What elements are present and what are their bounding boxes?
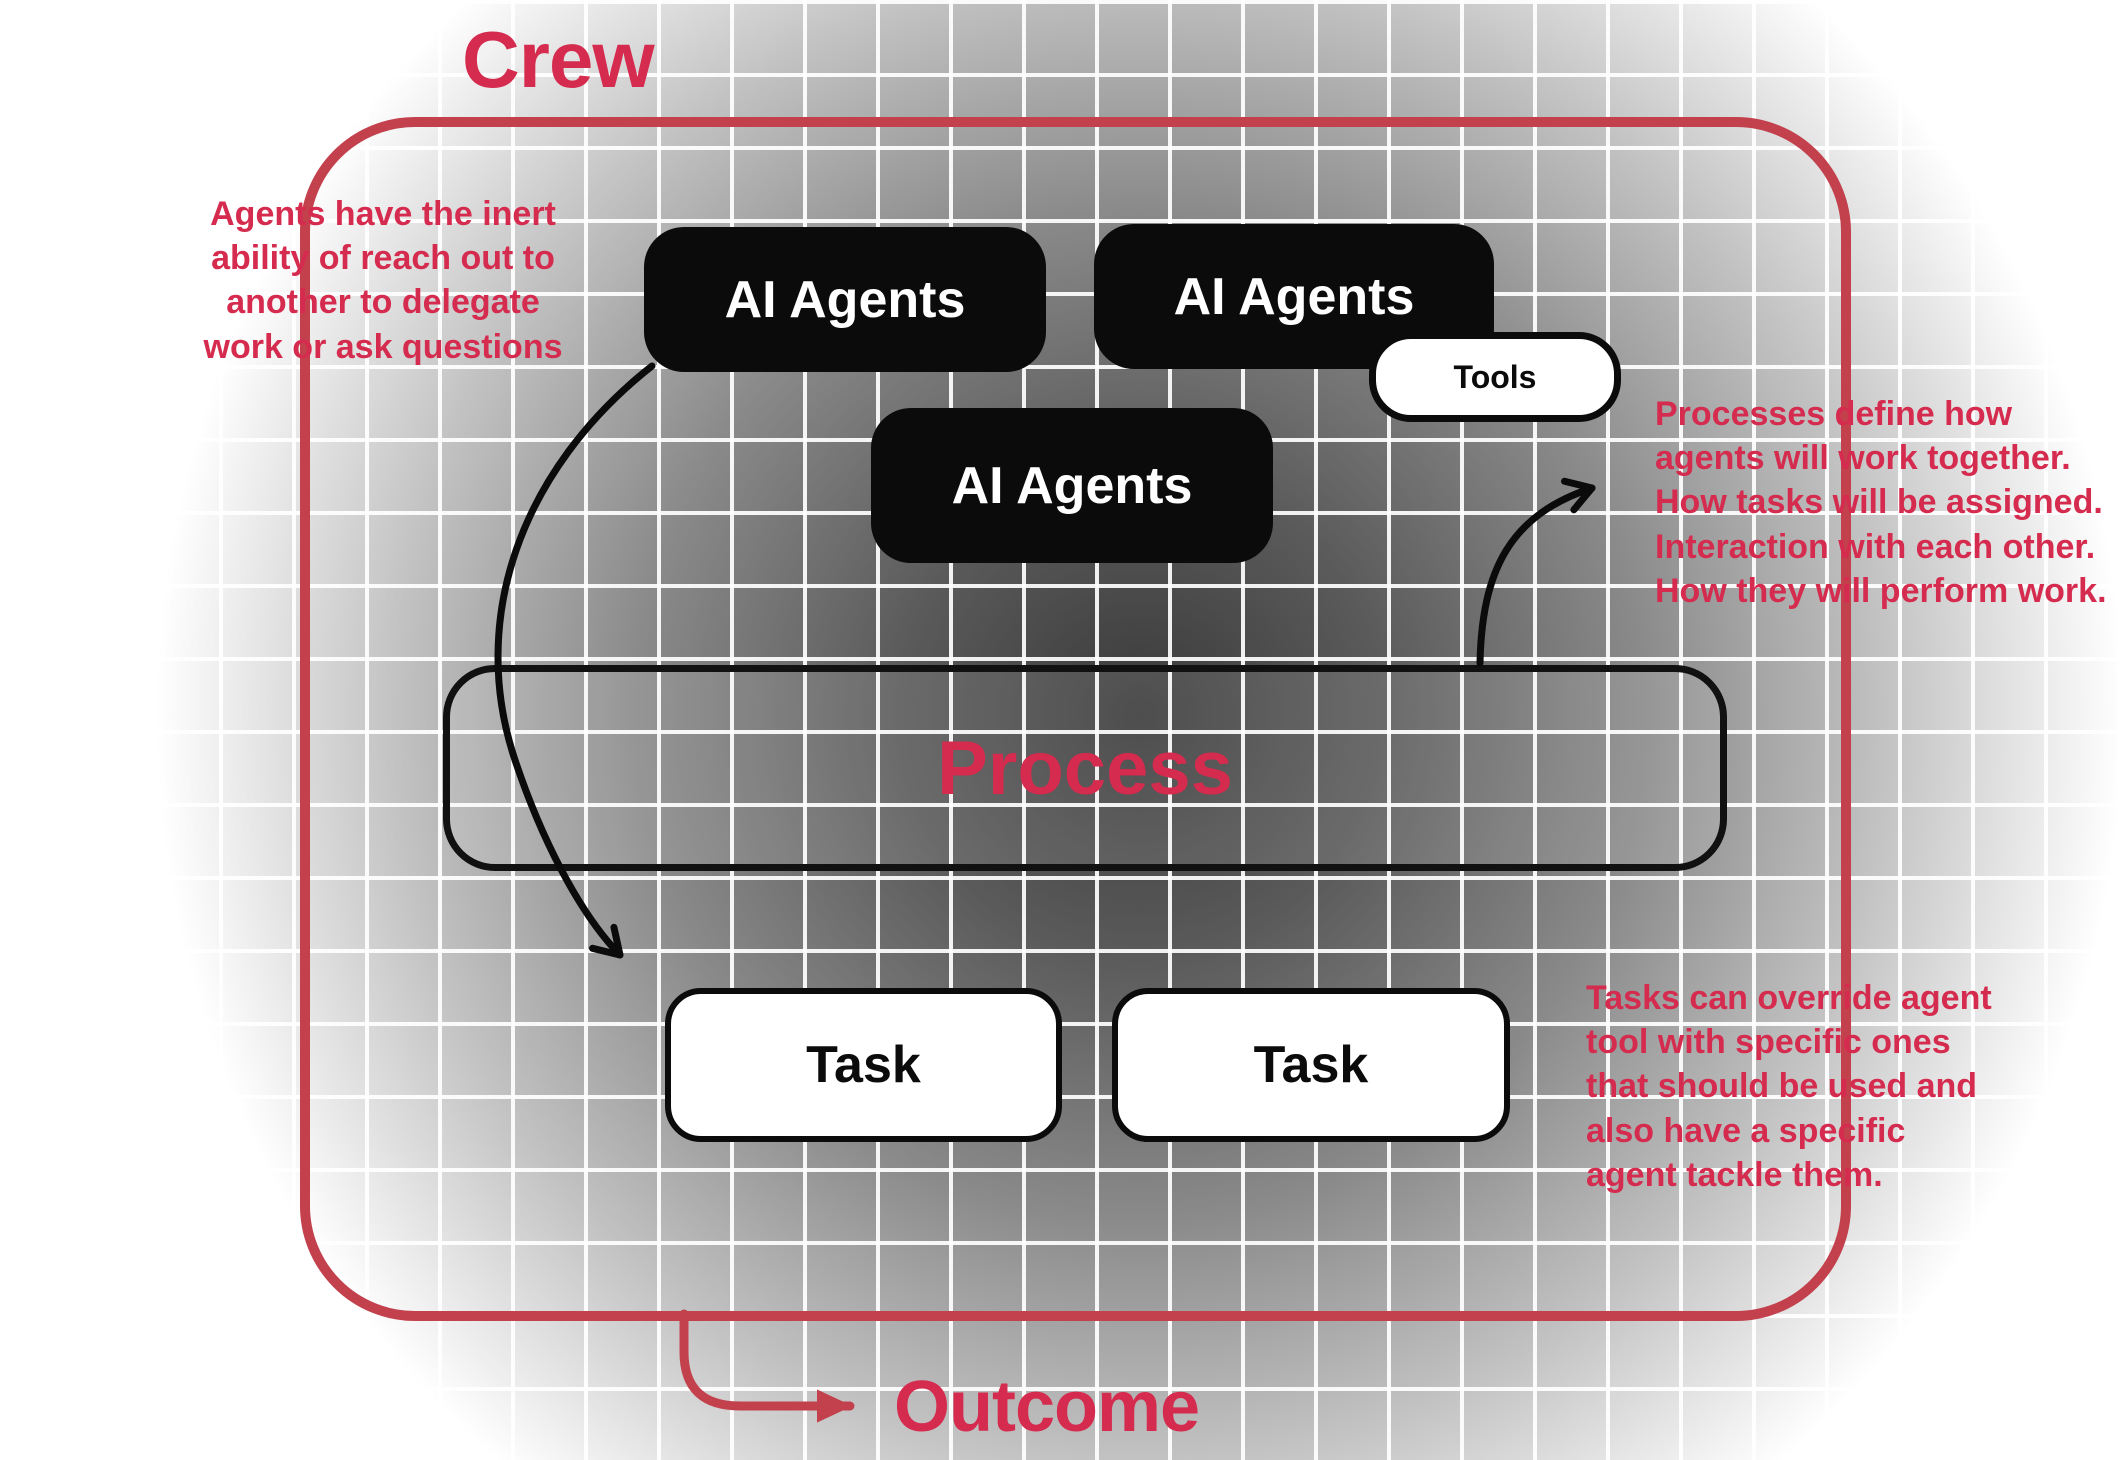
crew-label: Crew [462, 15, 655, 104]
task-box-2: Task [1112, 988, 1510, 1142]
task-box-1: Task [665, 988, 1062, 1142]
annotation-tasks-override: Tasks can override agent tool with speci… [1586, 979, 1992, 1194]
process-label: Process [937, 725, 1233, 811]
annotation-processes-define: Processes define how agents will work to… [1655, 395, 2107, 610]
crew-boundary-box [300, 117, 1851, 1321]
ai-agents-box-1: AI Agents [644, 227, 1046, 372]
annotation-agents-delegate: Agents have the inert ability of reach o… [203, 195, 563, 366]
tools-box: Tools [1369, 332, 1621, 422]
ai-agents-box-3: AI Agents [871, 408, 1273, 563]
outcome-label: Outcome [894, 1367, 1200, 1447]
process-box: Process [443, 665, 1727, 871]
